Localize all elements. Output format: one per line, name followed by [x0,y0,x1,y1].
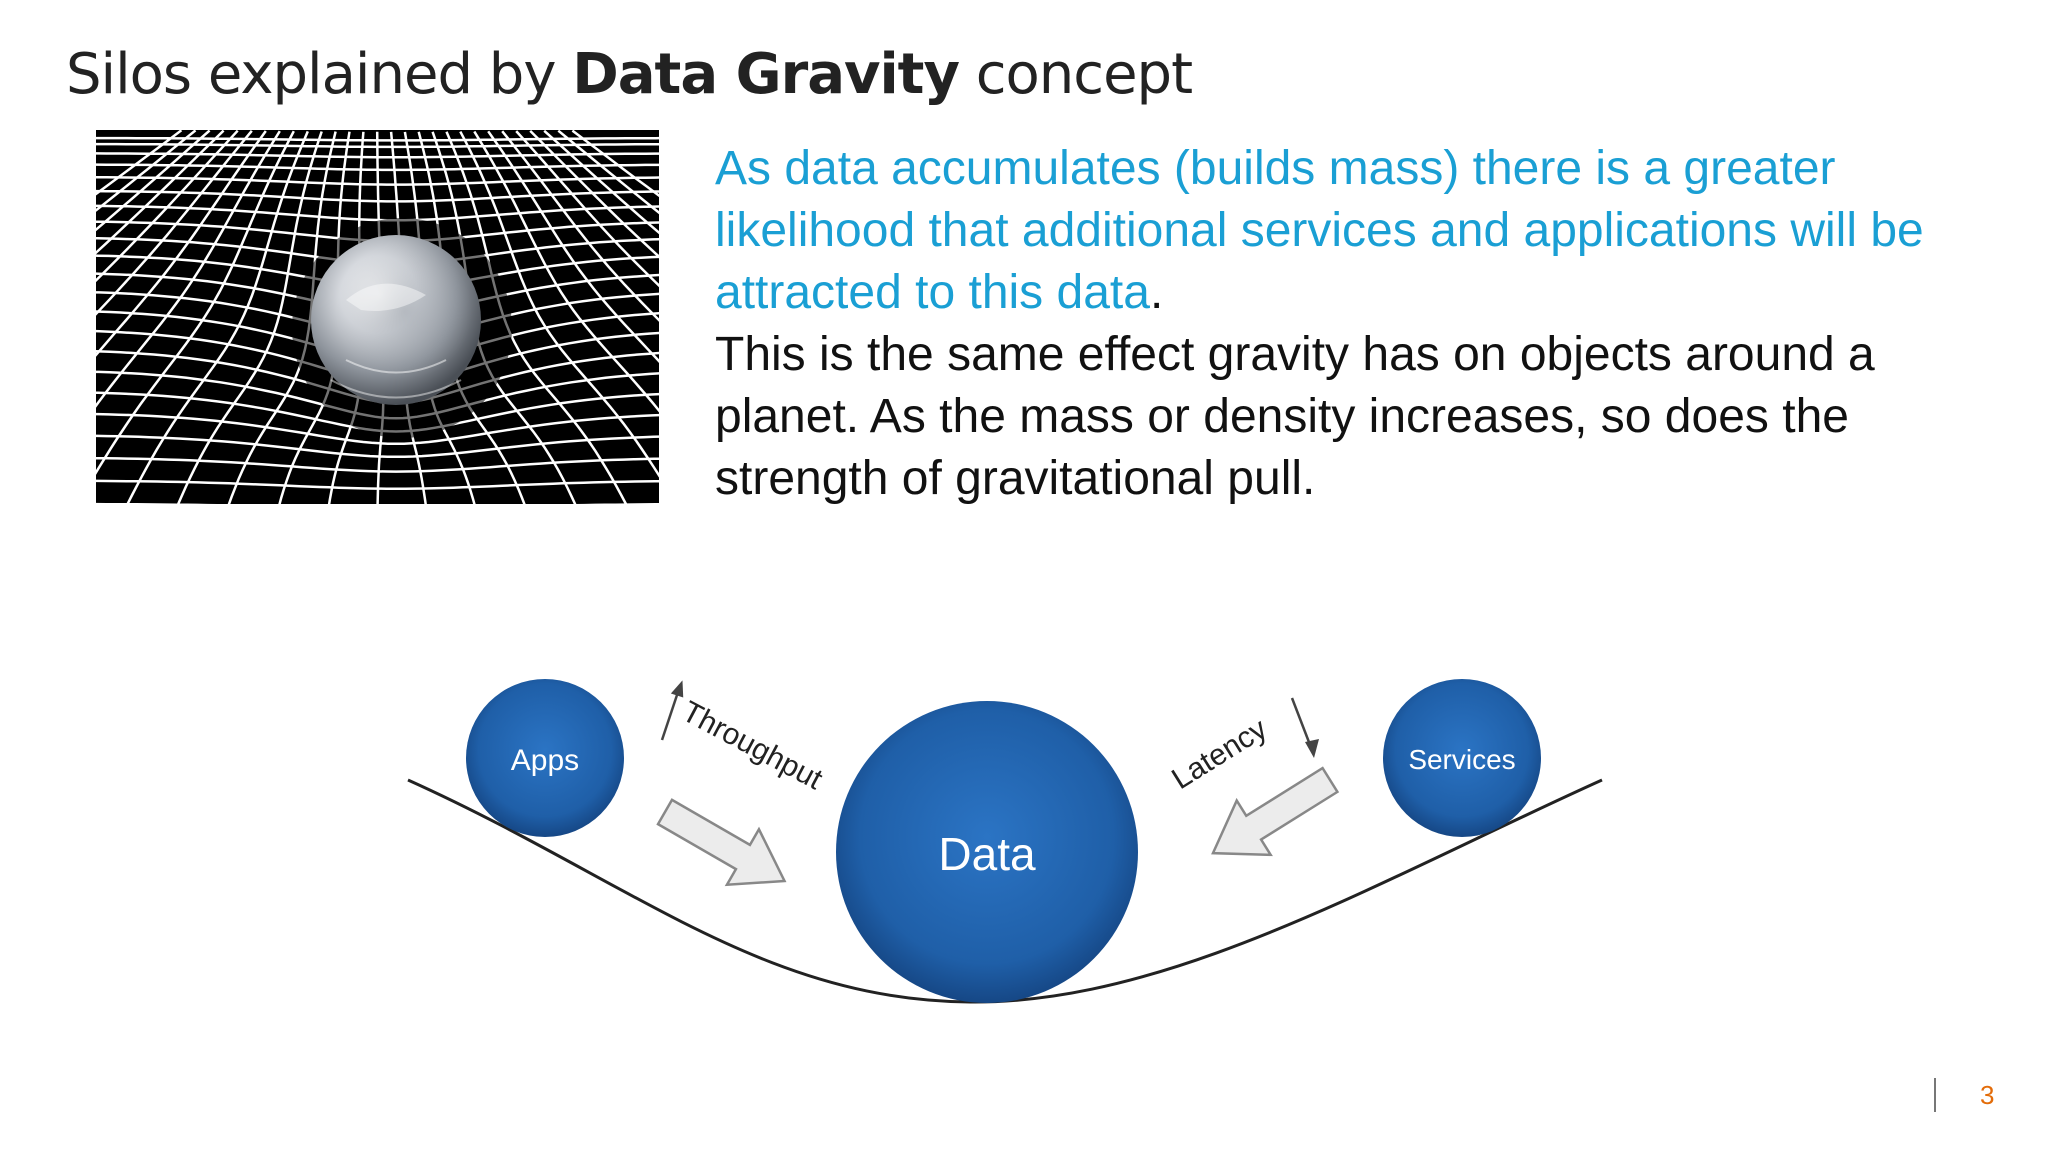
title-suffix: concept [958,42,1193,107]
page-divider [1934,1078,1936,1112]
data-gravity-diagram: Apps Data Services Throughput Latency [407,679,1603,1004]
throughput-arrow [656,798,787,887]
spacetime-grid-image [96,130,659,504]
latency-down-arrow [1290,697,1319,758]
latency-arrow [1211,766,1340,857]
apps-node: Apps [466,679,624,837]
throughput-label: Throughput [677,695,829,796]
page-number: 3 [1980,1080,1995,1110]
latency-label: Latency [1166,712,1273,796]
slide-title: Silos explained by Data Gravity concept [66,42,1193,107]
highlight-text: As data accumulates (builds mass) there … [715,142,1924,319]
highlight-period: . [1149,266,1164,319]
title-bold: Data Gravity [572,42,960,107]
data-label: Data [938,828,1036,880]
services-node: Services [1383,679,1541,837]
body-text: As data accumulates (builds mass) there … [715,138,1995,510]
throughput-up-arrow [660,680,684,741]
title-prefix: Silos explained by [66,42,573,107]
services-label: Services [1408,744,1515,775]
apps-label: Apps [511,744,579,777]
data-node: Data [836,701,1138,1003]
body-rest-text: This is the same effect gravity has on o… [715,328,1875,505]
